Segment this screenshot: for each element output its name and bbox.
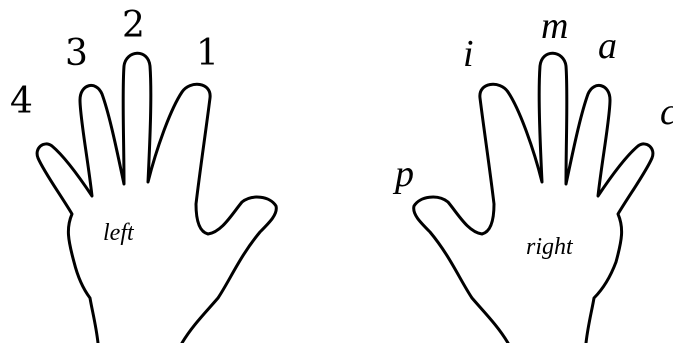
left-hand: 2 3 1 4 left <box>10 5 276 343</box>
left-ring-finger-label: 3 <box>65 33 88 74</box>
right-index-finger-label: i <box>463 33 474 75</box>
left-middle-finger-label: 2 <box>122 5 145 46</box>
right-ring-finger-label: a <box>598 25 617 67</box>
right-hand-outline <box>414 53 653 343</box>
right-thumb-label: p <box>392 153 414 195</box>
left-index-finger-label: 1 <box>196 33 219 74</box>
right-middle-finger-label: m <box>541 5 568 47</box>
right-hand: m i a c p right <box>392 5 673 343</box>
right-hand-label: right <box>526 234 574 260</box>
left-little-finger-label: 4 <box>10 81 33 122</box>
left-hand-label: left <box>103 220 135 246</box>
left-hand-outline <box>37 53 276 343</box>
right-little-finger-label: c <box>660 91 673 133</box>
